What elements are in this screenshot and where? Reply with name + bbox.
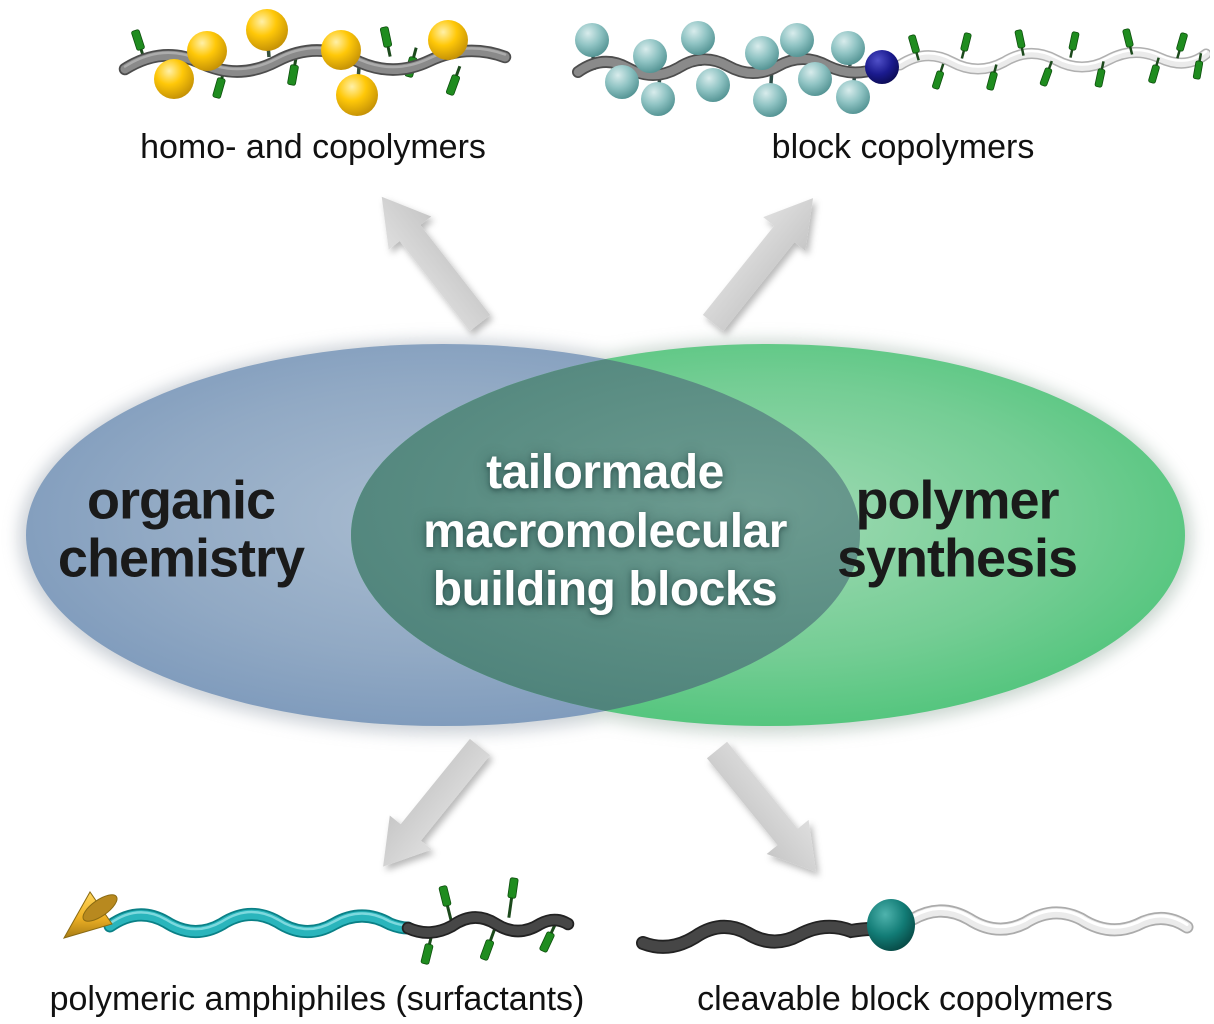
monomer-sphere-yellow-icon xyxy=(154,59,194,99)
side-group-green-icon xyxy=(379,26,393,48)
label-organic-chemistry: organic chemistry xyxy=(57,470,305,589)
green-side-groups xyxy=(908,28,1204,91)
polymeric-amphiphile-illustration xyxy=(62,877,575,965)
side-group-green-icon xyxy=(1094,68,1106,88)
side-group-green-icon xyxy=(1148,64,1160,84)
monomer-sphere-yellow-icon xyxy=(246,9,288,51)
cyan-backbone-chain xyxy=(103,908,415,938)
side-group-green-icon xyxy=(1122,28,1134,48)
label-polymer-synthesis-line2: synthesis xyxy=(836,529,1078,589)
label-overlap-line1: tailormade xyxy=(486,446,724,500)
yellow-monomer-spheres xyxy=(154,9,468,116)
label-block-copolymers: block copolymers xyxy=(771,128,1035,166)
side-group-green-icon xyxy=(507,877,519,899)
monomer-sphere-teal-icon xyxy=(575,23,609,57)
white-backbone-chain xyxy=(894,47,1210,75)
side-group-green-icon xyxy=(960,32,972,52)
monomer-sphere-teal-icon xyxy=(836,80,870,114)
monomer-sphere-teal-icon xyxy=(753,83,787,117)
white-backbone-chain xyxy=(906,904,1194,937)
side-group-green-icon xyxy=(1014,29,1026,49)
side-group-green-icon xyxy=(1039,67,1053,87)
dark-backbone-chain xyxy=(636,919,878,954)
hydrophobic-cone-icon xyxy=(62,891,118,939)
venn-overlap-region xyxy=(351,344,860,726)
side-group-green-icon xyxy=(420,943,434,965)
label-polymeric-amphiphiles: polymeric amphiphiles (surfactants) xyxy=(49,980,585,1018)
side-group-green-icon xyxy=(908,34,920,54)
label-cleavable-block-copolymers: cleavable block copolymers xyxy=(697,980,1113,1018)
side-group-green-icon xyxy=(986,71,998,91)
homo-copolymer-illustration xyxy=(118,9,512,116)
side-group-green-icon xyxy=(932,70,944,90)
side-group-green-icon xyxy=(1068,31,1080,51)
cleavable-block-copolymer-illustration xyxy=(636,899,1194,954)
label-organic-chemistry-line2: chemistry xyxy=(57,529,305,589)
navy-junction-sphere-icon xyxy=(865,50,899,84)
monomer-sphere-yellow-icon xyxy=(336,74,378,116)
arrow-down-left-icon xyxy=(383,738,491,867)
monomer-sphere-yellow-icon xyxy=(187,31,227,71)
monomer-sphere-teal-icon xyxy=(641,82,675,116)
monomer-sphere-teal-icon xyxy=(831,31,865,65)
monomer-sphere-teal-icon xyxy=(633,39,667,73)
label-overlap-line2: macromolecular xyxy=(423,504,787,558)
side-group-green-icon xyxy=(131,29,145,51)
block-copolymer-illustration xyxy=(572,21,1210,117)
label-overlap-line3: building blocks xyxy=(432,563,778,617)
monomer-sphere-teal-icon xyxy=(681,21,715,55)
label-polymer-synthesis: polymer synthesis xyxy=(836,470,1078,589)
arrow-up-right-icon xyxy=(702,198,814,332)
monomer-sphere-teal-icon xyxy=(780,23,814,57)
monomer-sphere-teal-icon xyxy=(605,65,639,99)
label-homo-and-copolymers: homo- and copolymers xyxy=(140,128,486,166)
monomer-sphere-teal-icon xyxy=(745,36,779,70)
monomer-sphere-teal-icon xyxy=(798,62,832,96)
label-polymer-synthesis-line1: polymer xyxy=(855,470,1059,531)
arrow-down-right-icon xyxy=(706,741,817,872)
side-group-green-icon xyxy=(539,931,555,953)
side-group-green-icon xyxy=(287,64,299,86)
side-group-green-icon xyxy=(445,74,461,96)
side-group-green-icon xyxy=(1192,60,1204,80)
side-group-green-icon xyxy=(438,885,452,907)
arrow-up-left-icon xyxy=(381,196,491,331)
dark-backbone-chain xyxy=(401,911,575,939)
cleavable-junction-sphere-icon xyxy=(867,899,915,951)
side-group-green-icon xyxy=(479,939,495,961)
monomer-sphere-yellow-icon xyxy=(428,20,468,60)
side-group-green-icon xyxy=(212,77,226,99)
monomer-sphere-yellow-icon xyxy=(321,30,361,70)
label-organic-chemistry-line1: organic xyxy=(86,470,276,531)
label-tailormade-building-blocks: tailormade macromolecular building block… xyxy=(423,444,787,620)
monomer-sphere-teal-icon xyxy=(696,68,730,102)
teal-monomer-spheres xyxy=(575,21,870,117)
side-group-green-icon xyxy=(1176,32,1188,52)
